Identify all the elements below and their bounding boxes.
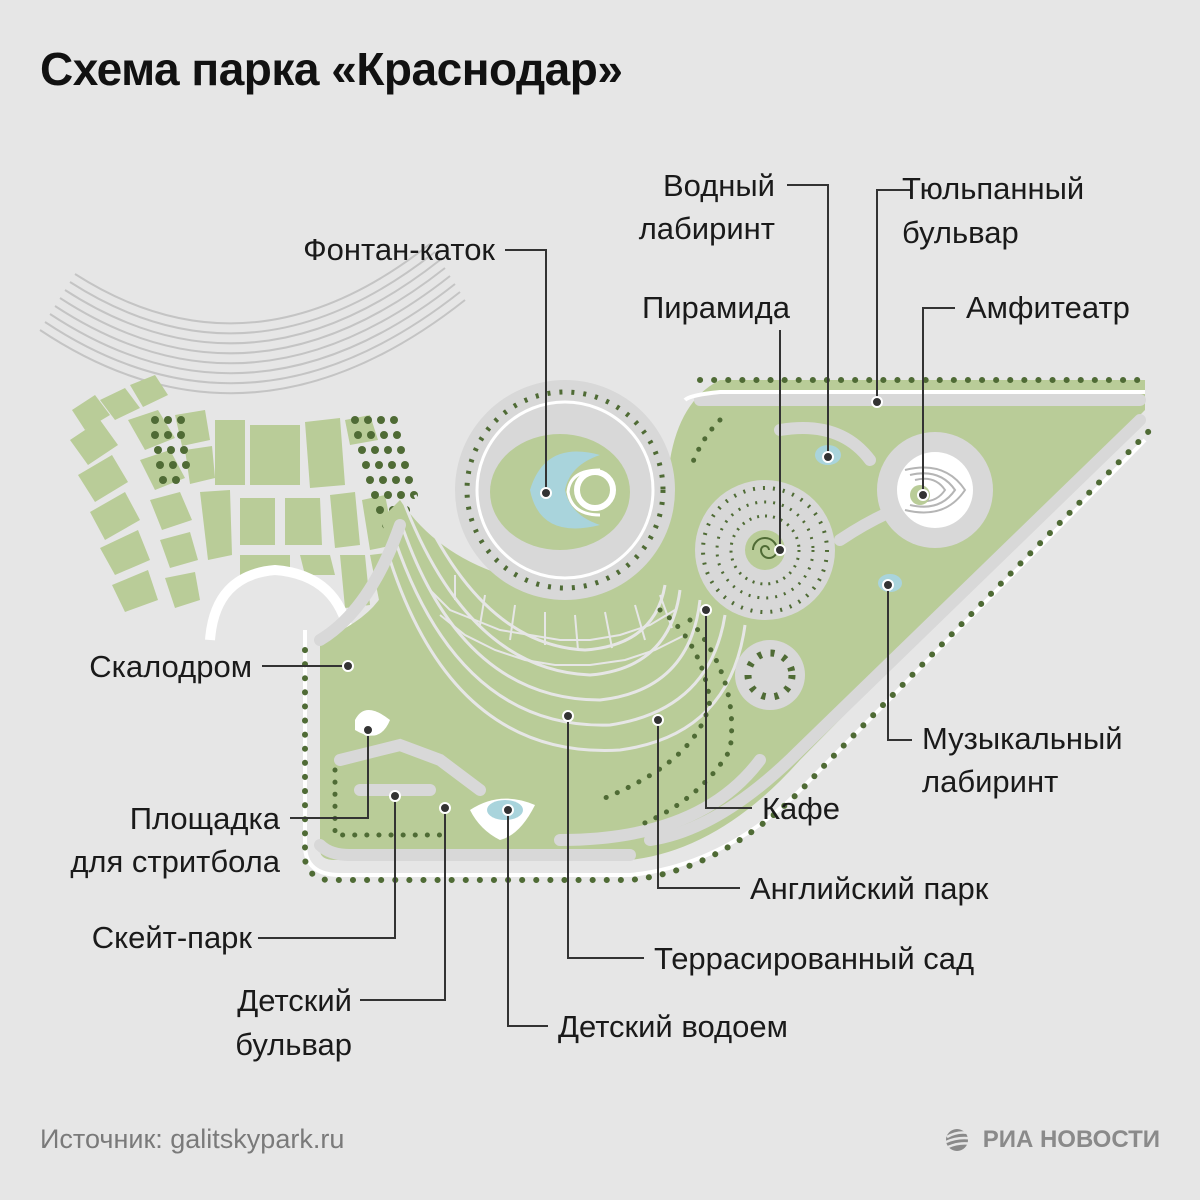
park-paths [314,394,1146,861]
label-music-maze-1: Музыкальный [922,721,1123,756]
source-note: Источник: galitskypark.ru [40,1124,345,1154]
terraced-garden [388,494,747,752]
cafe-ring [735,640,805,710]
west-arch [205,564,355,641]
label-cafe: Кафе [762,791,840,826]
label-streetball-2: для стритбола [70,844,280,879]
label-fountain-rink: Фонтан-каток [303,232,495,267]
label-terraced-garden: Террасированный сад [654,941,974,976]
label-kids-blvd-1: Детский [237,983,352,1018]
label-kids-blvd-2: бульвар [235,1027,352,1062]
amphitheater-area [877,432,993,548]
brand-name: РИА НОВОСТИ [982,1126,1160,1153]
tree-dots [302,377,1153,883]
label-skatepark: Скейт-парк [92,920,253,955]
label-amphitheater: Амфитеатр [966,290,1130,325]
label-streetball-1: Площадка [130,801,281,836]
fountain-rink-area [455,380,675,600]
label-water-maze-2: лабиринт [639,211,775,246]
label-pyramid: Пирамида [642,290,791,325]
terraced-mesh [429,575,686,666]
label-water-maze-1: Водный [663,168,775,203]
outer-road [303,438,1147,877]
label-tulip-blvd-2: бульвар [902,215,1019,250]
brand-logo: РИА НОВОСТИ [945,1126,1160,1154]
label-kids-pond: Детский водоем [558,1009,788,1044]
north-road [683,390,1145,402]
pyramid-area [695,480,835,620]
page-title: Схема парка «Краснодар» [40,43,623,95]
label-tulip-blvd-1: Тюльпанный [902,171,1084,206]
callout-markers [342,396,929,816]
label-english-park: Английский парк [750,871,989,906]
leader-lines [258,184,955,1027]
stadium-arcs [39,243,466,395]
label-music-maze-2: лабиринт [922,764,1058,799]
ria-logo-icon [945,1129,974,1151]
label-climbing-wall: Скалодром [89,649,252,684]
